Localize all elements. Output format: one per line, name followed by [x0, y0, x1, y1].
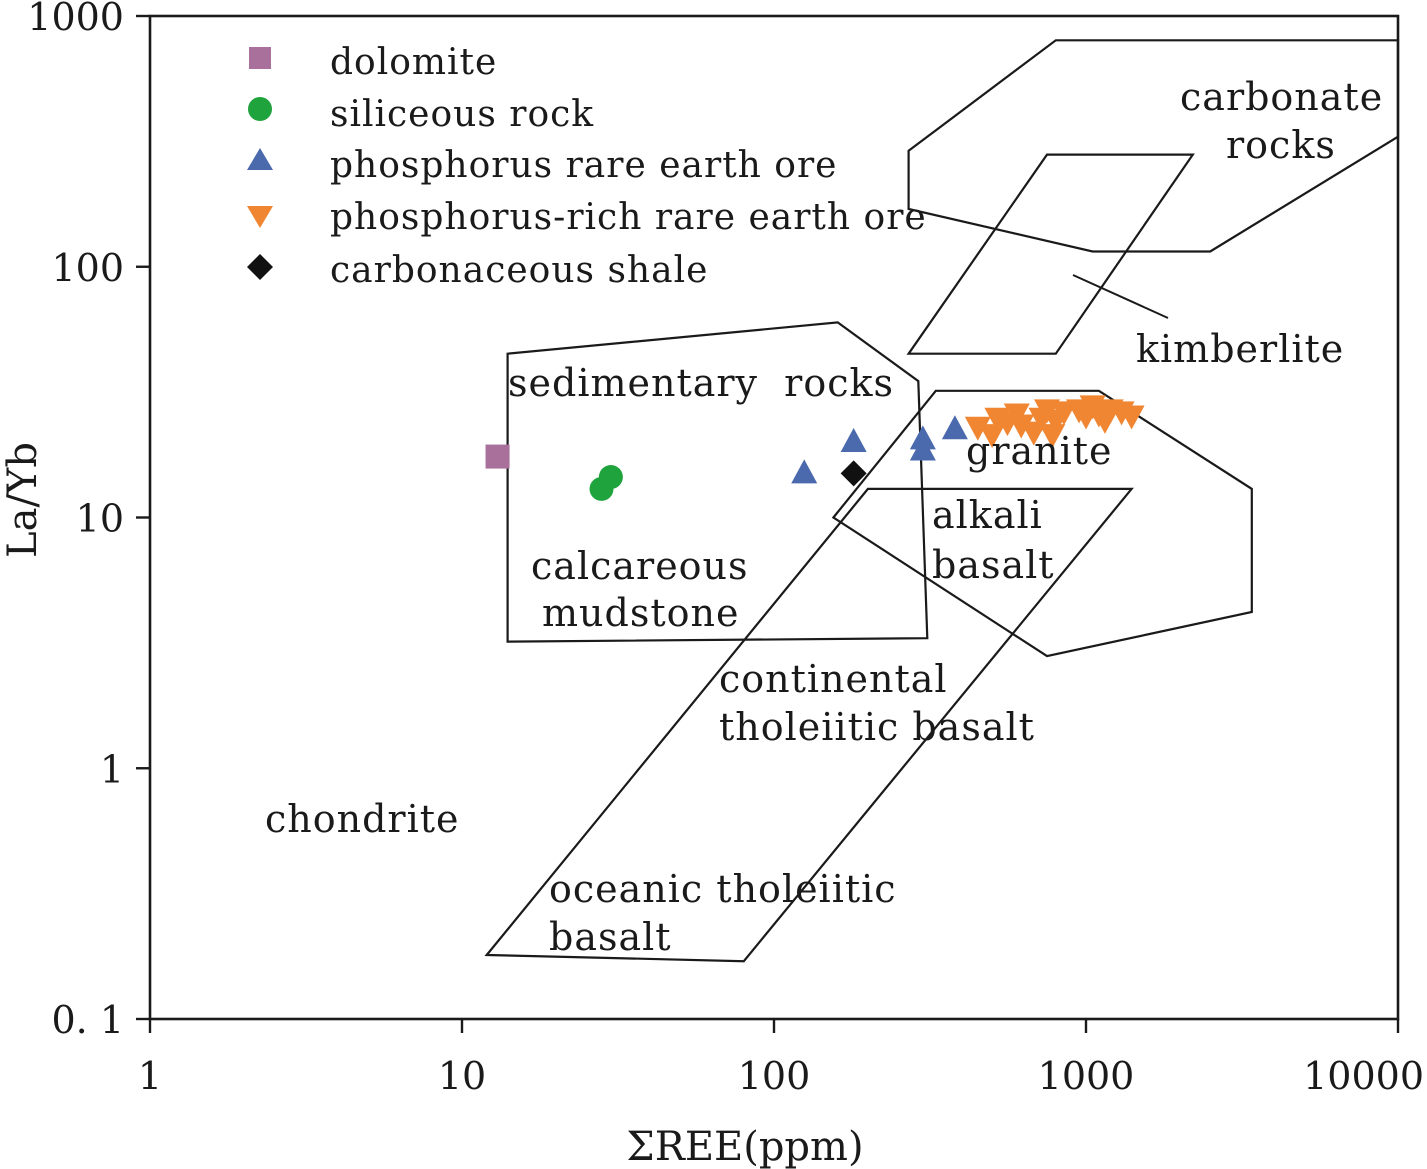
field-polygon-3 [831, 389, 1253, 658]
y-tick-label-1: 1 [100, 747, 124, 791]
point-phosphorus-rare-earth-ore-3 [909, 425, 936, 450]
point-phosphorus-rich-rare-earth-ore-5 [1008, 414, 1035, 439]
legend-phosphorus-rich-ore-triangle-down-icon [247, 206, 273, 228]
y-tick-label-4: 1000 [27, 0, 124, 39]
x-axis-title: ΣREE(ppm) [626, 1124, 863, 1169]
point-siliceous-rock-1 [598, 465, 623, 490]
legend-label-siliceous-rock: siliceous rock [330, 94, 594, 135]
y-axis-title: La/Yb [0, 442, 46, 558]
point-phosphorus-rare-earth-ore-4 [941, 415, 968, 440]
label-continental: continental [719, 657, 948, 701]
classification-fields [484, 39, 1400, 963]
label-tholeiitic-basalt: tholeiitic basalt [719, 705, 1035, 749]
legend-label-dolomite: dolomite [330, 42, 497, 83]
y-tick-label-0: 0. 1 [51, 998, 124, 1042]
label-mudstone: mudstone [542, 591, 739, 635]
label-alkali: alkali [932, 493, 1043, 537]
x-tick-label-4: 10000 [1303, 1054, 1424, 1098]
label-carbonate-rocks-line2: rocks [1226, 123, 1336, 167]
label-sedimentary-rocks: sedimentary rocks [508, 361, 894, 405]
label-oceanic-basalt: basalt [549, 915, 672, 959]
field-polygon-1 [906, 153, 1195, 355]
label-granite: granite [966, 429, 1113, 473]
point-phosphorus-rich-rare-earth-ore-1 [979, 424, 1006, 449]
legend: dolomite siliceous rock phosphorus rare … [247, 42, 927, 291]
point-phosphorus-rich-rare-earth-ore-0 [964, 416, 991, 441]
field-polygon-2 [506, 321, 929, 643]
point-phosphorus-rare-earth-ore-1 [840, 428, 867, 453]
legend-siliceous-rock-circle-icon [248, 97, 272, 121]
legend-label-phosphorus-rich-rare-earth-ore: phosphorus-rich rare earth ore [330, 197, 927, 238]
label-calcareous: calcareous [531, 544, 749, 588]
label-carbonate-rocks-line1: carbonate [1180, 75, 1383, 119]
x-tick-label-0: 1 [138, 1054, 162, 1098]
x-tick-label-3: 1000 [1038, 1054, 1135, 1098]
legend-label-carbonaceous-shale: carbonaceous shale [330, 250, 708, 291]
legend-label-phosphorus-rare-earth-ore: phosphorus rare earth ore [330, 145, 837, 186]
x-tick-label-1: 10 [438, 1054, 486, 1098]
point-phosphorus-rich-rare-earth-ore-9 [1039, 424, 1066, 449]
x-tick-label-2: 100 [738, 1054, 811, 1098]
field-labels: carbonate rocks kimberlite sedimentary r… [265, 75, 1383, 959]
field-polygon-4 [484, 487, 1134, 963]
legend-dolomite-square-icon [249, 47, 271, 69]
y-tick-label-3: 100 [51, 246, 124, 290]
point-dolomite-0 [485, 444, 510, 469]
label-basalt: basalt [932, 543, 1055, 587]
y-tick-label-2: 10 [76, 497, 124, 541]
data-points [485, 395, 1145, 501]
label-oceanic-tholeiitic: oceanic tholeiitic [549, 867, 897, 911]
point-phosphorus-rare-earth-ore-0 [791, 459, 818, 484]
point-phosphorus-rich-rare-earth-ore-19 [1118, 405, 1145, 430]
axis-ticks: 1 10 100 1000 10000 0. 1 1 10 100 1000 [27, 0, 1424, 1098]
label-chondrite: chondrite [265, 797, 460, 841]
legend-phosphorus-ore-triangle-icon [247, 148, 273, 170]
legend-carbonaceous-shale-diamond-icon [247, 254, 273, 280]
point-carbonaceous-shale-0 [840, 460, 867, 487]
field-polygon-0 [907, 39, 1400, 253]
label-kimberlite: kimberlite [1136, 327, 1344, 371]
kimberlite-leader-line [1072, 274, 1169, 319]
